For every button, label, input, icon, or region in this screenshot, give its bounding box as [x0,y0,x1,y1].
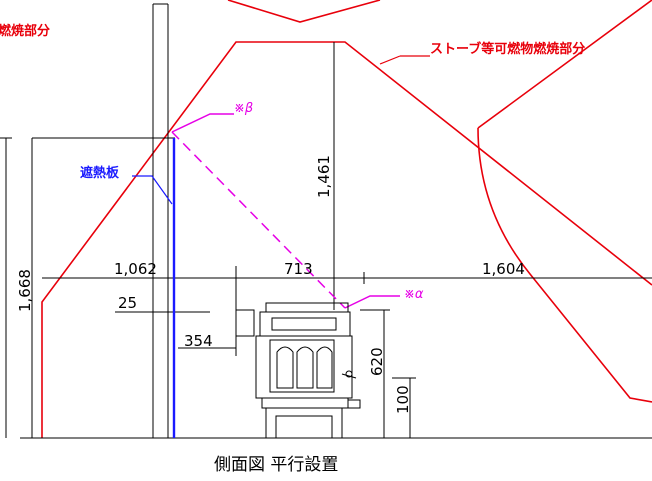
stove-window-center [296,346,314,389]
dim-100: 100 [394,385,412,414]
stove-legs [265,408,343,439]
label-alpha: ※α [404,287,424,302]
dim-1461: 1,461 [315,155,333,198]
drawing-caption: 側面図 平行設置 [214,455,338,475]
dim-1604: 1,604 [482,260,525,278]
top-arc-line [227,0,381,23]
upper-right-diagonal [477,0,652,129]
label-leader-stove [379,55,401,65]
main-boundary-line [41,41,652,438]
label-stove-combustible: ストーブ等可燃物燃焼部分 [430,41,585,57]
stove-window-left [276,346,294,389]
right-curve-line [477,127,652,403]
label-combustible-top-left: 燃焼部分 [0,23,50,39]
stove-handle [345,370,353,378]
stove-door [269,339,335,393]
stove-drawing [235,302,361,439]
radiation-dashed-line [171,131,346,309]
dim-713: 713 [284,260,313,278]
label-beta: ※β [234,101,253,116]
label-heat-shield: 遮熱板 [80,165,120,181]
dim-354: 354 [184,332,213,350]
dim-25: 25 [118,294,137,312]
alpha-leader [344,295,400,309]
stove-flue-collar [235,309,255,337]
stove-window-right [316,346,333,389]
dim-620: 620 [368,347,386,376]
dim-1062: 1,062 [114,260,157,278]
stove-top-plate [265,302,349,313]
dim-1668: 1,668 [16,269,34,312]
beta-leader [171,113,234,133]
combustible-boundary [41,0,652,438]
stove-base [261,397,349,409]
shield-label-leader [132,175,173,205]
